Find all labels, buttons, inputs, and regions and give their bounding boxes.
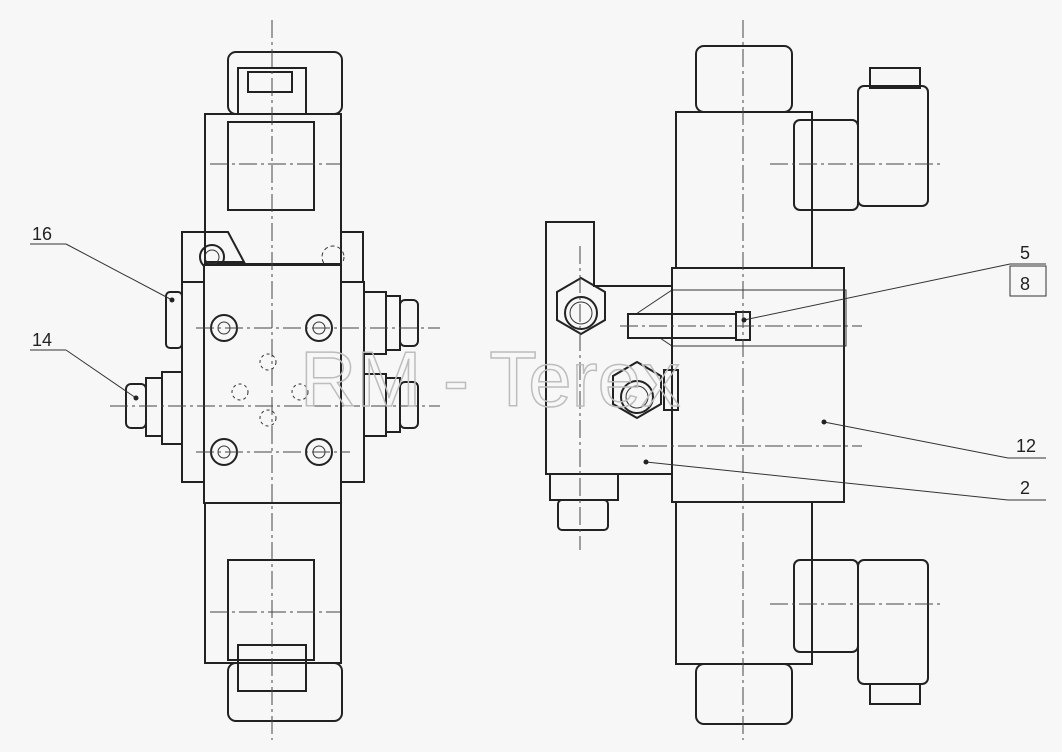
hidden-ports [231,353,309,427]
bottom-solenoid-cap [227,662,343,722]
side-top-cap [695,45,793,113]
side-bottom-body [675,501,813,665]
side-bottom-connector-housing [793,559,859,653]
plug-16 [165,291,183,349]
top-connector-pin [247,71,293,93]
side-top-body [675,111,813,269]
callout-2: 2 [1020,478,1030,498]
callout-5: 5 [1020,243,1030,263]
hidden-plug [663,369,679,411]
top-solenoid-cap [227,51,343,115]
callout-16: 16 [32,224,52,244]
port-nut-lower [612,360,662,420]
section-hatch [629,289,847,347]
callout-8: 8 [1020,274,1030,294]
side-top-connector [857,85,929,207]
bottom-coil-window [227,559,315,661]
callouts: 16 14 5 8 12 2 [30,224,1047,501]
side-bottom-connector-cable [869,683,921,705]
watermark: RM - Terex [300,335,680,423]
front-view [110,20,440,740]
bottom-fitting [549,473,619,531]
side-top-connector-cable [869,67,921,89]
top-coil-window [227,121,315,211]
callout-14: 14 [32,330,52,350]
right-fittings [363,291,419,437]
callout-12: 12 [1016,436,1036,456]
top-solenoid-body [204,113,342,265]
port-nut-upper [556,276,606,336]
bottom-solenoid-body [204,502,342,664]
side-main-block [671,267,845,503]
fitting-14 [125,371,183,445]
sub-plate [545,221,673,475]
side-bottom-cap [695,663,793,725]
side-top-connector-housing [793,119,859,211]
side-bottom-connector [857,559,929,685]
